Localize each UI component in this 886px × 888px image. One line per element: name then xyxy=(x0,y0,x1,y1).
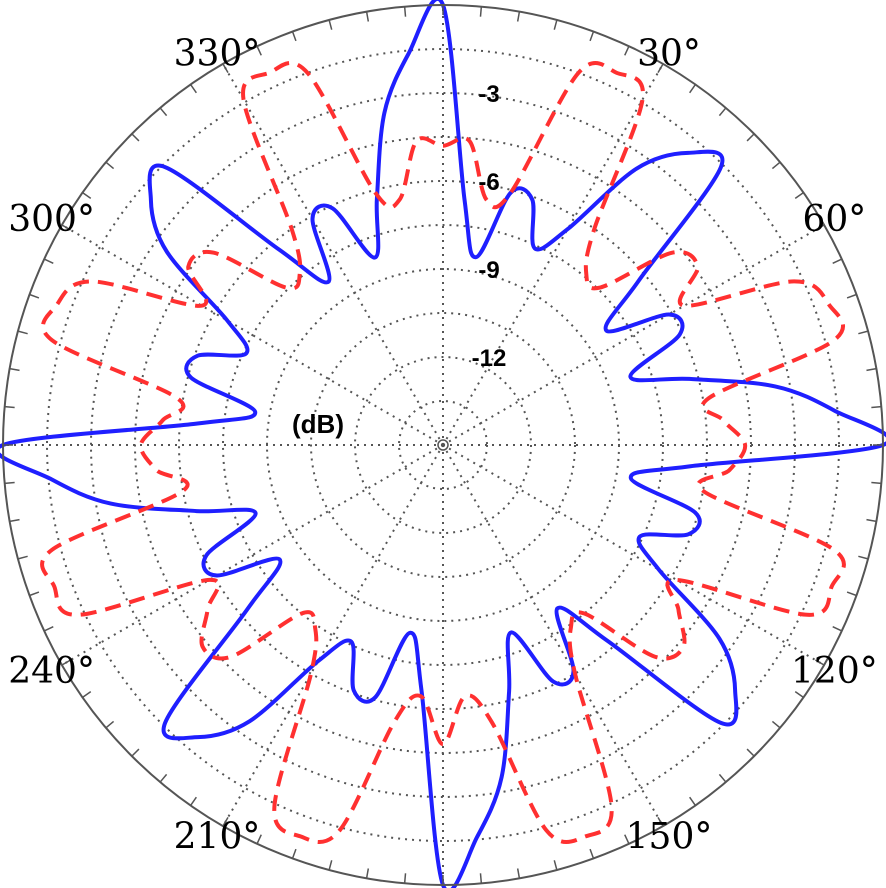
angle-tick xyxy=(131,748,140,757)
angle-tick xyxy=(29,293,40,299)
radial-label: -3 xyxy=(478,81,499,108)
grid-ring xyxy=(310,312,576,578)
angle-tick xyxy=(771,720,781,729)
angle-tick xyxy=(105,720,115,729)
angle-tick xyxy=(403,873,407,884)
angle-tick xyxy=(4,405,15,409)
grid-ring xyxy=(46,48,840,842)
angle-label-330: 330° xyxy=(174,34,261,75)
grid-ring xyxy=(354,356,532,534)
angle-tick xyxy=(516,868,521,879)
center-marker xyxy=(437,439,449,451)
angle-tick xyxy=(689,796,696,806)
polar-grid xyxy=(3,5,883,885)
grid-ring xyxy=(134,136,752,754)
angle-tick xyxy=(858,555,869,560)
angle-tick xyxy=(479,873,483,884)
angle-tick xyxy=(9,367,20,372)
angle-label-120: 120° xyxy=(791,651,878,692)
label-layer: 30° 60° 120° 150° 210° 240° 300° 330° -3 -6 -9 -12 xyxy=(8,34,878,858)
angle-tick xyxy=(43,626,54,632)
angle-tick xyxy=(159,773,168,783)
angle-tick xyxy=(479,6,483,17)
angle-tick xyxy=(291,848,297,859)
angle-tick xyxy=(43,258,54,264)
angle-tick xyxy=(4,481,15,485)
angle-label-210: 210° xyxy=(174,816,261,857)
angle-tick xyxy=(794,691,804,698)
series-dashed-line xyxy=(40,60,846,845)
angle-label-240: 240° xyxy=(8,651,95,692)
angle-tick xyxy=(815,659,825,666)
angle-tick xyxy=(190,796,197,806)
angle-tick xyxy=(365,11,370,22)
angle-tick xyxy=(718,107,727,117)
angle-tick xyxy=(222,63,229,73)
angle-tick xyxy=(328,860,333,871)
radial-label: -12 xyxy=(472,345,507,372)
polar-frame xyxy=(2,4,884,886)
angle-tick xyxy=(256,834,262,845)
angle-tick xyxy=(871,481,882,485)
angle-tick xyxy=(718,773,727,783)
grid-ring xyxy=(222,224,664,666)
angle-tick xyxy=(516,11,521,22)
angle-tick xyxy=(794,192,804,199)
angle-label-60: 60° xyxy=(802,199,866,240)
angle-tick xyxy=(82,192,92,199)
angle-tick xyxy=(689,84,696,94)
angle-tick xyxy=(858,330,869,335)
angle-tick xyxy=(29,591,40,597)
angle-tick xyxy=(589,848,595,859)
angle-tick xyxy=(815,224,825,231)
angle-tick xyxy=(553,19,558,30)
angle-tick xyxy=(17,330,28,335)
angle-tick xyxy=(222,817,229,827)
angle-tick xyxy=(746,748,755,757)
angle-tick xyxy=(61,659,71,666)
angle-tick xyxy=(832,258,843,264)
grid-ring xyxy=(398,400,488,490)
angle-tick xyxy=(328,19,333,30)
angle-tick xyxy=(9,518,20,523)
angle-tick xyxy=(553,860,558,871)
angle-tick xyxy=(746,133,755,142)
radial-label: -9 xyxy=(478,257,499,284)
radial-label: -6 xyxy=(478,169,499,196)
angle-tick xyxy=(846,293,857,299)
angle-tick xyxy=(657,817,664,827)
radial-unit-label: (dB) xyxy=(292,409,344,439)
angle-tick xyxy=(771,161,781,170)
angle-label-300: 300° xyxy=(8,199,95,240)
grid-ring xyxy=(90,92,796,798)
angle-tick xyxy=(291,31,297,42)
angle-tick xyxy=(82,691,92,698)
angle-tick xyxy=(657,63,664,73)
angle-tick xyxy=(17,555,28,560)
angle-tick xyxy=(131,133,140,142)
angle-tick xyxy=(105,161,115,170)
angle-tick xyxy=(871,405,882,409)
angle-tick xyxy=(403,6,407,17)
angle-tick xyxy=(589,31,595,42)
angle-tick xyxy=(846,591,857,597)
angle-tick xyxy=(190,84,197,94)
angle-label-30: 30° xyxy=(637,34,701,75)
angle-tick xyxy=(624,834,630,845)
angle-tick xyxy=(61,224,71,231)
angle-label-150: 150° xyxy=(626,816,713,857)
grid-ring xyxy=(178,180,708,710)
angle-tick xyxy=(256,45,262,56)
grid-ring xyxy=(266,268,620,622)
angle-tick xyxy=(624,45,630,56)
angle-tick xyxy=(365,868,370,879)
angle-tick xyxy=(159,107,168,117)
angle-tick xyxy=(866,518,877,523)
angle-tick xyxy=(832,626,843,632)
angle-tick xyxy=(866,367,877,372)
